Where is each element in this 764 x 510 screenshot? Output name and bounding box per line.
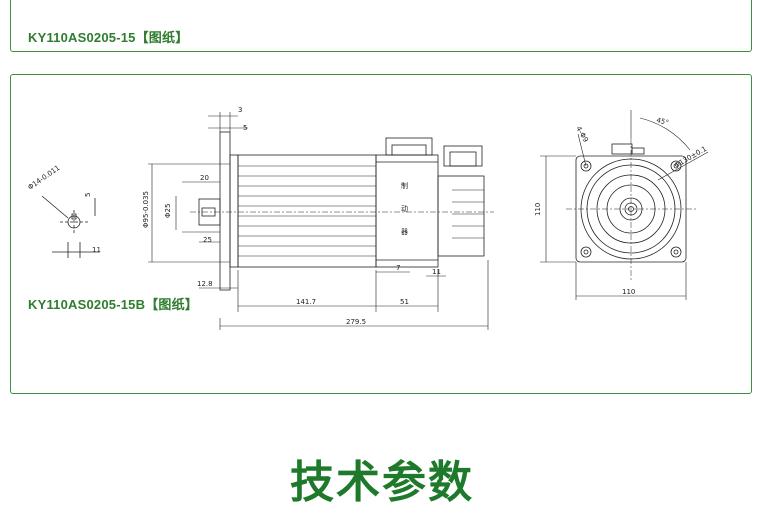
dim-total-length: 279.5 [346,318,366,326]
brake-label-1: 制 [401,181,408,190]
dim-spigot-thickness: 5 [243,124,247,132]
brake-label-3: 器 [401,228,408,236]
dim-gap-11: 11 [432,268,441,276]
motor-side-view [190,131,494,291]
dim-flange-width: 12.8 [197,280,213,288]
dim-shaft-length: 25 [203,236,212,244]
main-drawing-panel [10,74,752,394]
main-drawing-caption: KY110AS0205-15B【图纸】 [28,297,198,312]
motor-front-view [540,110,709,300]
side-view-dimensions [148,112,489,330]
section-heading: 技术参数 [290,457,474,508]
dim-angle: 45° [655,116,669,127]
dim-shaft-dia: Φ14-0.011 [27,164,62,192]
dim-shaft-dia-side: Φ25 [164,204,172,218]
dim-width: 110 [622,288,635,296]
dim-flange-thickness: 3 [238,106,242,114]
shaft-section-view [41,195,100,258]
dim-height: 110 [534,203,542,216]
top-drawing-caption: KY110AS0205-15【图纸】 [28,30,189,45]
dim-tail-length: 51 [400,298,409,306]
brake-label-2: 动 [401,204,408,213]
dim-body-length: 141.7 [296,298,316,306]
dim-shaft-key-len: 11 [92,246,101,254]
dim-pitch-circle: Φ130±0.1 [673,145,708,170]
top-drawing-panel [10,0,752,52]
dim-key-width: 5 [84,193,92,197]
dim-spigot-dia: Φ95-0.035 [142,191,150,228]
dim-mount-holes: 4-Φ9 [574,125,589,144]
technical-drawing: Φ14-0.011 5 11 3 5 Φ95-0.035 Φ25 20 25 1… [27,106,709,330]
dim-key-start: 20 [200,174,209,182]
dim-gap-7: 7 [396,264,400,272]
